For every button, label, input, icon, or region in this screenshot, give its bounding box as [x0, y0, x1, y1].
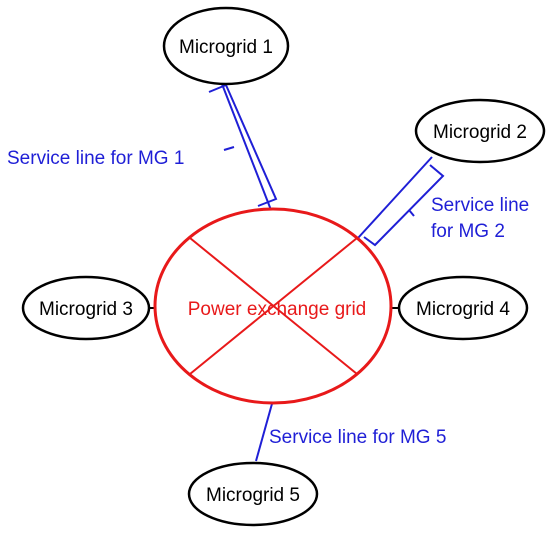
node-microgrid-1: Microgrid 1: [162, 6, 290, 86]
node-microgrid-5-label: Microgrid 5: [206, 485, 300, 506]
service-line-mg2-connector: [357, 156, 433, 239]
service-line-mg1-bracket: [208, 83, 278, 207]
node-microgrid-1-label: Microgrid 1: [179, 37, 273, 58]
service-line-mg2-bracket-tick: [408, 209, 415, 217]
service-line-mg1-bracket-tick: [223, 146, 235, 151]
node-microgrid-3-label: Microgrid 3: [39, 299, 133, 320]
power-exchange-grid: [153, 207, 393, 405]
service-line-mg1-connector: [221, 83, 272, 211]
service-line-mg2: [357, 156, 445, 247]
service-line-mg2-label-line-2: for MG 2: [431, 221, 505, 242]
node-microgrid-2: Microgrid 2: [414, 98, 546, 164]
node-microgrid-1-shape: [162, 6, 290, 86]
power-exchange-grid-label: Power exchange grid: [188, 299, 367, 320]
service-line-mg5-label: Service line for MG 5: [269, 427, 446, 448]
node-microgrid-5: Microgrid 5: [187, 461, 319, 527]
node-microgrid-2-label: Microgrid 2: [433, 122, 527, 143]
service-line-mg1: [208, 83, 278, 211]
grid-cross-line-2: [189, 237, 358, 375]
node-microgrid-3: Microgrid 3: [21, 275, 151, 341]
node-microgrid-4-shape: [397, 275, 529, 341]
service-line-mg2-label-line-1: Service line: [431, 195, 529, 216]
node-microgrid-4: Microgrid 4: [397, 275, 529, 341]
node-microgrid-4-label: Microgrid 4: [416, 299, 510, 320]
service-line-mg1-label: Service line for MG 1: [7, 148, 184, 169]
node-microgrid-3-shape: [21, 275, 151, 341]
node-microgrid-2-shape: [414, 98, 546, 164]
node-microgrid-5-shape: [187, 461, 319, 527]
